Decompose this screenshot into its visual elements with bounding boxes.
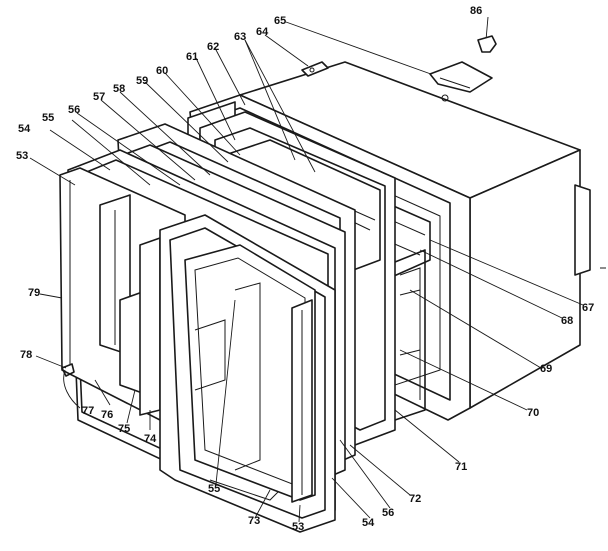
callout-55-bottom: 55 (208, 483, 221, 495)
callout-59: 59 (136, 75, 149, 87)
callout-58: 58 (113, 83, 126, 95)
callout-62: 62 (207, 41, 220, 53)
callout-78: 78 (20, 349, 33, 361)
clip-64 (301, 61, 329, 77)
callout-53-bottom: 53 (292, 521, 305, 533)
callout-56-top: 56 (68, 104, 81, 116)
screw-hole (441, 94, 449, 102)
inner-door-panel-53 (59, 167, 186, 421)
bracket-65 (429, 61, 493, 93)
callout-65: 65 (274, 15, 287, 27)
callout-55-top: 55 (42, 112, 55, 124)
callout-57: 57 (93, 91, 106, 103)
callout-69: 69 (540, 363, 553, 375)
callout-64: 64 (256, 26, 269, 38)
side-latch-bracket (574, 184, 591, 276)
callout-77: 77 (82, 405, 95, 417)
callout-74: 74 (144, 433, 157, 445)
callout-53-top: 53 (16, 150, 29, 162)
callout-56-bottom: 56 (382, 507, 395, 519)
callout-70: 70 (527, 407, 540, 419)
callout-54-bottom: 54 (362, 517, 375, 529)
callout-60: 60 (156, 65, 169, 77)
callout-72: 72 (409, 493, 422, 505)
spring-78 (61, 363, 75, 377)
callout-75: 75 (118, 423, 131, 435)
hinge-74 (139, 237, 161, 416)
callout-67: 67 (582, 302, 595, 314)
callout-63: 63 (234, 31, 247, 43)
callout-68: 68 (561, 315, 574, 327)
callout-71: 71 (455, 461, 468, 473)
callout-73: 73 (248, 515, 261, 527)
small-parts (61, 35, 497, 377)
callout-76: 76 (101, 409, 114, 421)
callout-79: 79 (28, 287, 41, 299)
callout-86: 86 (470, 5, 483, 17)
front-door-73 (159, 214, 336, 533)
callout-61: 61 (186, 51, 199, 63)
callout-leaders (29, 16, 584, 523)
screw-86 (477, 35, 497, 53)
callout-54-top: 54 (18, 123, 31, 135)
